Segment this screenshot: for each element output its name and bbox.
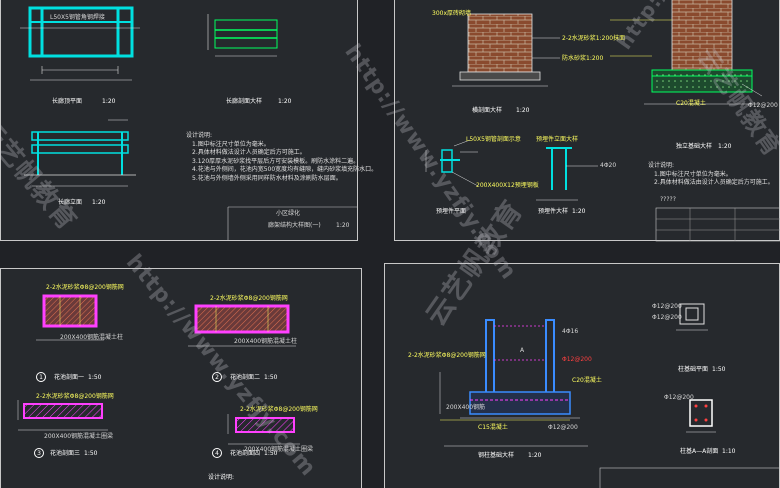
footing-section-title: 柱基A—A剖面	[680, 448, 719, 455]
planter-section-3-title: 花池剖面三	[50, 450, 81, 457]
column-profile-label: L50X5钢管剖面示意	[466, 136, 521, 143]
sheet-bottom-left	[0, 268, 362, 488]
detail-number-1: 1	[36, 372, 46, 382]
design-notes-title-bottom: 设计说明:	[208, 474, 235, 481]
c20-label: C20混凝土	[572, 377, 602, 384]
detail-number-3: 3	[34, 448, 44, 458]
wall-section-title: 横剖面大样	[472, 107, 503, 114]
pergola-elevation-drawing	[24, 119, 136, 187]
wall-cap-label: 2-2水泥砂浆1:200抹面	[562, 35, 626, 42]
rebar-label-2: Φ12@200	[548, 424, 578, 431]
design-notes-top-right: 设计说明: 1.图中标注尺寸单位为毫米。 2.具体材料做法由设计人员确定后方可施…	[648, 162, 774, 188]
design-notes-top-left: 设计说明: 1.图中标注尺寸单位为毫米。 2.具体材料做法设计人员确定后方可施工…	[186, 132, 377, 183]
footing-section-aa-drawing	[686, 399, 716, 433]
pergola-section-drawing	[207, 14, 278, 57]
planter-section-4-scale: 1:50	[264, 450, 278, 457]
column-footing-scale: 1:20	[528, 452, 542, 459]
planter-1-label: 2-2水泥砂浆Φ8@200钢筋网	[46, 284, 124, 291]
embed-plan-title: 预埋件平面	[436, 208, 467, 215]
embed-plate-label: 预埋件立面大样	[536, 136, 579, 143]
pergola-plan-scale: 1:20	[102, 98, 116, 105]
title-block-drawing-name: 廊架结构大样图(一)	[268, 222, 321, 229]
bolt-plate-label: 200X400X12预埋钢板	[476, 182, 539, 189]
design-note: 1.图中标注尺寸单位为毫米。	[654, 170, 732, 178]
beam-3-fill-label: 200X400钢筋混凝土圈梁	[44, 433, 114, 440]
rebar-label-3: Φ12@200	[664, 394, 694, 401]
design-note: 4.花池与外侧间，花池内宽500宽度均有缝隙，缝内砂浆填充防水口。	[192, 166, 378, 173]
rebar-label-1: Φ12@200	[562, 356, 592, 363]
detail-number-4: 4	[212, 448, 222, 458]
planter-section-2-scale: 1:50	[264, 374, 278, 381]
planter-1-fill-label: 200X400钢筋混凝土柱	[60, 334, 124, 341]
title-block-project: 小区绿化	[276, 210, 301, 217]
embed-plate-drawing	[536, 147, 598, 201]
beam-4-fill-label: 200X400钢筋混凝土圈梁	[244, 446, 314, 453]
planter-section-3-scale: 1:50	[84, 450, 98, 457]
planter-section-4-title: 花池剖面四	[230, 450, 261, 457]
footing-title: 独立基础大样	[676, 143, 713, 150]
pergola-plan-drawing	[20, 6, 140, 81]
footing-plan-title: 柱基础平面	[678, 366, 709, 373]
plan-top-label: Φ12@200	[652, 303, 682, 310]
beam-3-label: 2-2水泥砂浆Φ8@200钢筋网	[36, 393, 114, 400]
planter-section-4-drawing	[227, 414, 300, 445]
pergola-elevation-scale: 1:20	[92, 199, 106, 206]
column-footing-title: 钢柱基础大样	[478, 452, 515, 459]
four-phi-label: 4Φ16	[562, 328, 579, 335]
waterproof-label: 防水砂浆1:200	[562, 55, 604, 62]
sheet-top-left	[0, 0, 358, 241]
beam-4-label: 2-2水泥砂浆Φ8@200钢筋网	[240, 406, 318, 413]
c15-label: C15混凝土	[478, 424, 508, 431]
wall-section-scale: 1:20	[516, 107, 530, 114]
title-block-scale: 1:20	[336, 222, 350, 229]
design-note: 2.具体材料做法由设计人员确定后方可施工。	[654, 179, 774, 186]
pergola-elevation-title: 长廊立面	[58, 199, 83, 206]
planter-2-label: 2-2水泥砂浆Φ8@200钢筋网	[210, 295, 288, 302]
planter-section-1-drawing	[36, 294, 104, 341]
rebar-label: Φ12@200	[748, 102, 778, 109]
design-notes-title: 设计说明:	[186, 132, 213, 139]
footing-left-label: 2-2水泥砂浆Φ8@200钢筋网	[408, 352, 486, 359]
concrete-label: C20混凝土	[676, 100, 706, 107]
design-note: 3.120厚厚水泥砂浆找平层后方可安装模板。刷防水涂料二遍。	[192, 157, 360, 165]
steel-member-label: L50X5钢管角钢焊接	[50, 14, 105, 21]
embed-detail-title: 预埋件大样	[538, 208, 569, 215]
planter-2-fill-label: 200X400钢筋混凝土柱	[234, 338, 298, 345]
footing-plan-drawing	[676, 303, 708, 331]
embed-detail-scale: 1:20	[572, 208, 586, 215]
marker-a: A	[520, 347, 525, 354]
design-notes-title: 设计说明:	[648, 162, 675, 169]
plan-mid-label: Φ12@200	[652, 314, 682, 321]
footing-fill-label: 200X400钢筋	[446, 404, 486, 411]
column-footing-drawing	[439, 319, 588, 447]
footing-plan-scale: 1:50	[712, 366, 726, 373]
unknown-text: ?????	[660, 196, 676, 203]
footing-scale: 1:20	[718, 143, 732, 150]
design-note: 2.具体材料做法设计人员确定后方可施工。	[192, 149, 306, 156]
planter-section-3-drawing	[17, 400, 108, 431]
anchor-label: 4Φ20	[600, 162, 617, 169]
footing-section-scale: 1:10	[722, 448, 736, 455]
design-note: 5.花池与外侧墙外侧采用同样防水材料及涂刷防水层面。	[192, 174, 342, 182]
pergola-section-title: 长廊剖面大样	[226, 98, 263, 105]
planter-section-1-title: 花池剖面一	[54, 374, 85, 381]
brick-wall-label: 300x厚砖砌墙	[432, 10, 472, 17]
design-note: 1.图中标注尺寸单位为毫米。	[192, 140, 270, 148]
sheet-bottom-right	[384, 263, 780, 488]
planter-section-2-title: 花池剖面二	[230, 374, 261, 381]
planter-section-1-scale: 1:50	[88, 374, 102, 381]
footing-section-drawing	[610, 0, 763, 105]
detail-number-2: 2	[212, 372, 222, 382]
planter-section-2-drawing	[188, 304, 296, 347]
wall-section-drawing	[452, 13, 560, 87]
column-profile-drawing	[425, 139, 479, 187]
pergola-section-scale: 1:20	[278, 98, 292, 105]
pergola-plan-title: 长廊顶平面	[52, 98, 83, 105]
